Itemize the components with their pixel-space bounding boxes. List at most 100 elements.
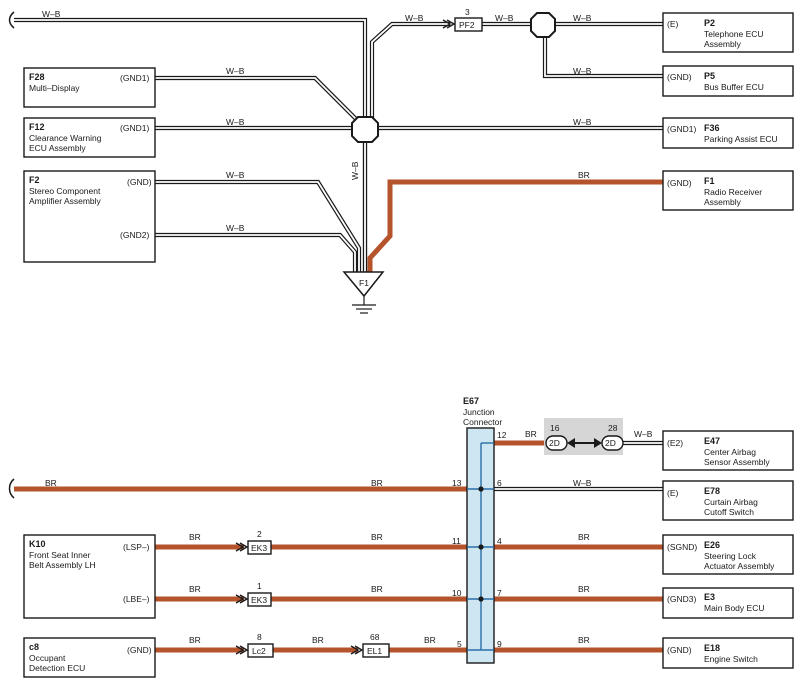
svg-text:c8: c8 xyxy=(29,642,39,652)
svg-text:BR: BR xyxy=(371,532,383,542)
bottom-wire-labels: BR BR BR BR BR BR BR BR BR BR BR BR BR W… xyxy=(45,429,653,645)
wb-wires-top xyxy=(14,17,663,272)
svg-text:F36: F36 xyxy=(704,123,720,133)
svg-text:BR: BR xyxy=(312,635,324,645)
svg-text:Belt Assembly LH: Belt Assembly LH xyxy=(29,560,96,570)
splice-center xyxy=(351,116,379,143)
splice-top-right xyxy=(530,12,556,38)
svg-text:PF2: PF2 xyxy=(459,20,475,30)
svg-text:(GND3): (GND3) xyxy=(667,594,696,604)
svg-text:BR: BR xyxy=(578,170,590,180)
svg-text:W–B: W–B xyxy=(226,66,245,76)
svg-text:13: 13 xyxy=(452,478,462,488)
svg-text:K10: K10 xyxy=(29,539,46,549)
svg-text:W–B: W–B xyxy=(226,223,245,233)
svg-text:W–B: W–B xyxy=(573,13,592,23)
svg-text:(E2): (E2) xyxy=(667,438,683,448)
ic-connector-2d: 16 28 2D 2D xyxy=(544,418,624,455)
svg-text:(SGND): (SGND) xyxy=(667,542,697,552)
svg-text:(GND1): (GND1) xyxy=(667,124,696,134)
svg-text:1: 1 xyxy=(257,581,262,591)
component-f36: (GND1) F36 Parking Assist ECU xyxy=(662,117,794,149)
connector-el1: EL1 68 xyxy=(350,632,390,658)
svg-text:7: 7 xyxy=(497,588,502,598)
svg-text:Steering Lock: Steering Lock xyxy=(704,551,757,561)
svg-text:2: 2 xyxy=(257,529,262,539)
svg-text:Assembly: Assembly xyxy=(704,39,742,49)
svg-text:16: 16 xyxy=(550,423,560,433)
svg-text:E26: E26 xyxy=(704,540,720,550)
svg-text:E47: E47 xyxy=(704,436,720,446)
svg-text:BR: BR xyxy=(45,478,57,488)
svg-text:(LBE–): (LBE–) xyxy=(123,594,150,604)
svg-text:(GND): (GND) xyxy=(667,72,692,82)
svg-text:11: 11 xyxy=(452,536,461,546)
svg-text:BR: BR xyxy=(371,584,383,594)
svg-text:Assembly: Assembly xyxy=(704,197,742,207)
svg-text:2D: 2D xyxy=(549,438,560,448)
svg-text:2D: 2D xyxy=(605,438,616,448)
svg-text:W–B: W–B xyxy=(42,9,61,19)
component-c8: c8 Occupant Detection ECU (GND) xyxy=(23,637,156,678)
component-e26: (SGND) E26 Steering Lock Actuator Assemb… xyxy=(662,534,794,575)
svg-text:Clearance Warning: Clearance Warning xyxy=(29,133,102,143)
svg-text:F12: F12 xyxy=(29,122,45,132)
svg-text:(GND1): (GND1) xyxy=(120,73,149,83)
svg-text:Center Airbag: Center Airbag xyxy=(704,447,756,457)
component-f12: F12 Clearance Warning ECU Assembly (GND1… xyxy=(23,117,156,158)
svg-text:BR: BR xyxy=(371,478,383,488)
svg-text:BR: BR xyxy=(189,532,201,542)
svg-text:9: 9 xyxy=(497,639,502,649)
svg-text:12: 12 xyxy=(497,430,507,440)
svg-text:8: 8 xyxy=(257,632,262,642)
svg-text:68: 68 xyxy=(370,632,380,642)
br-wires-bottom xyxy=(14,440,663,653)
svg-text:BR: BR xyxy=(578,584,590,594)
br-wire-f1 xyxy=(367,179,663,272)
component-e78: (E) E78 Curtain Airbag Cutoff Switch xyxy=(662,480,794,521)
svg-text:Radio Receiver: Radio Receiver xyxy=(704,187,762,197)
svg-text:W–B: W–B xyxy=(634,429,653,439)
component-p2: (E) P2 Telephone ECU Assembly xyxy=(662,12,794,53)
svg-text:Connector: Connector xyxy=(463,417,502,427)
svg-text:Parking Assist ECU: Parking Assist ECU xyxy=(704,134,778,144)
svg-text:(GND): (GND) xyxy=(667,645,692,655)
svg-text:W–B: W–B xyxy=(226,117,245,127)
svg-text:(E): (E) xyxy=(667,488,679,498)
svg-text:W–B: W–B xyxy=(573,117,592,127)
svg-text:EK3: EK3 xyxy=(251,543,267,553)
svg-text:Multi–Display: Multi–Display xyxy=(29,83,80,93)
svg-text:F1: F1 xyxy=(359,278,369,288)
top-wire-labels: W–B W–B W–B W–B W–B W–B W–B W–B W–B W–B … xyxy=(42,9,592,233)
svg-text:EL1: EL1 xyxy=(367,646,382,656)
svg-text:BR: BR xyxy=(578,635,590,645)
component-p5: (GND) P5 Bus Buffer ECU xyxy=(662,65,794,97)
svg-text:E67: E67 xyxy=(463,396,479,406)
svg-text:Amplifier Assembly: Amplifier Assembly xyxy=(29,196,102,206)
ground-point-f1: F1 xyxy=(342,271,385,314)
component-f28: F28 Multi–Display (GND1) xyxy=(23,67,156,108)
svg-text:Cutoff Switch: Cutoff Switch xyxy=(704,507,754,517)
connector-ek3-a: EK3 2 xyxy=(235,529,272,555)
svg-text:E78: E78 xyxy=(704,486,720,496)
svg-text:Engine Switch: Engine Switch xyxy=(704,654,758,664)
svg-text:BR: BR xyxy=(189,635,201,645)
component-e47: (E2) E47 Center Airbag Sensor Assembly xyxy=(662,430,794,471)
svg-text:P5: P5 xyxy=(704,71,715,81)
svg-text:28: 28 xyxy=(608,423,618,433)
wire-break-top xyxy=(8,11,15,29)
svg-text:(LSP–): (LSP–) xyxy=(123,542,150,552)
component-e3: (GND3) E3 Main Body ECU xyxy=(662,587,794,619)
connector-lc2: Lc2 8 xyxy=(235,632,274,658)
svg-text:BR: BR xyxy=(525,429,537,439)
component-f1: (GND) F1 Radio Receiver Assembly xyxy=(662,170,794,211)
svg-text:(GND): (GND) xyxy=(667,178,692,188)
svg-text:Lc2: Lc2 xyxy=(252,646,266,656)
component-e18: (GND) E18 Engine Switch xyxy=(662,637,794,669)
svg-text:4: 4 xyxy=(497,536,502,546)
svg-text:E18: E18 xyxy=(704,643,720,653)
svg-text:BR: BR xyxy=(424,635,436,645)
component-k10: K10 Front Seat Inner Belt Assembly LH (L… xyxy=(23,534,156,619)
svg-text:W–B: W–B xyxy=(573,66,592,76)
wb-wires-bottom xyxy=(492,440,663,492)
